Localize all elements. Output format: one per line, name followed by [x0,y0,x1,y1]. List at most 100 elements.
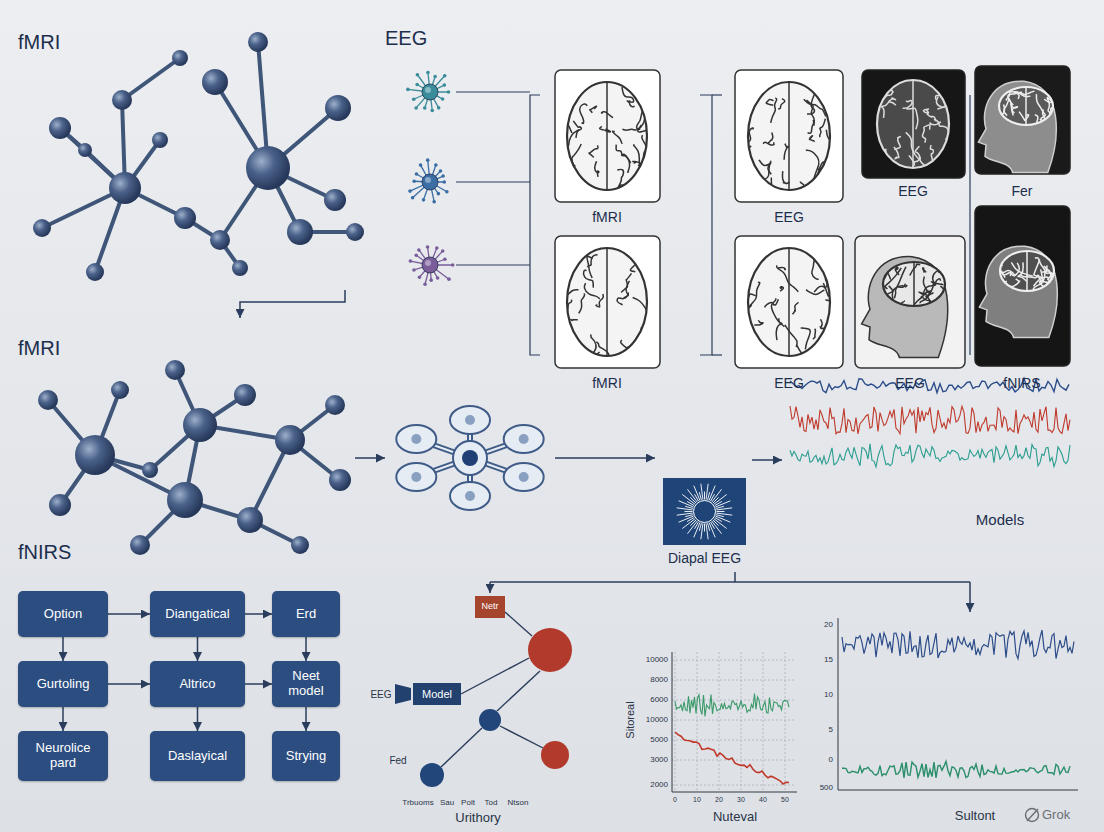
image-frame [862,70,965,178]
brain-image [872,262,949,327]
node-note: EEG [370,689,391,700]
brain-image [555,248,651,370]
brain-image [776,318,782,340]
brain-image [1020,275,1037,278]
image-caption: EEG [774,210,804,225]
molecule-network [152,132,168,148]
axis-note: Tod [485,799,498,808]
head-profile [862,257,948,358]
brain-image [801,328,811,349]
flow-arrow [305,637,307,661]
brain-image [927,114,936,122]
cell-network [462,450,478,466]
cell-network [450,406,490,434]
starburst-icon [685,511,693,512]
image-caption: EEG [895,376,925,391]
waveform [790,406,1070,434]
brain-image [922,125,928,143]
model-graph [420,763,444,787]
brain-image [991,116,1004,141]
flow-arrow [752,459,782,461]
brain-image [876,158,887,176]
image-caption: fNIRS [1003,376,1040,391]
brain-image [987,87,1059,146]
bracket-line [456,92,530,93]
brain-image [1011,262,1032,276]
process-box: Gurtoling [18,661,108,707]
tick-label: 10 [824,691,833,700]
brain-image [616,145,631,163]
waveform [790,444,1070,467]
flow-arrow [490,581,970,583]
brain-image [923,268,926,273]
neuron-icon [415,83,419,87]
brain-image [1002,122,1009,139]
neuron-icon [441,174,445,178]
starburst-icon [690,520,696,526]
flow-arrow [555,457,655,459]
brain-image [820,319,823,328]
neuron-icon [434,163,438,167]
molecule-network [33,32,364,281]
cell-network [519,434,529,444]
line-chart [672,785,795,786]
head-profile [978,81,1056,172]
brain-image [1001,288,1008,300]
brain-image [1047,121,1059,131]
tick-label: 15 [824,656,833,665]
tick-label: 10000 [646,656,668,665]
cell-network [450,482,490,510]
molecule-network [172,50,188,66]
molecule-network [232,260,248,276]
neuron-icon [412,268,416,272]
tick-label: 8000 [650,676,668,685]
brain-image [985,289,1002,301]
brain-image [637,106,645,129]
brain-image [768,132,773,144]
molecule-network [210,230,230,250]
bracket-line [969,95,970,355]
waveform [842,630,1074,659]
flow-arrow [240,290,345,318]
neuron-icon [426,245,430,249]
model-graph [479,709,501,731]
brain-image [579,294,585,313]
brain-image [923,276,930,297]
chart-axis [838,618,1078,790]
starburst-icon [716,513,732,515]
brain-image [888,306,905,317]
brain-image [606,248,608,356]
brain-image [823,188,832,217]
brain-image [934,119,949,136]
tick-label: 20 [824,621,833,630]
starburst-icon [713,497,719,503]
neuron-icon [429,278,433,282]
molecule-network [38,390,58,410]
molecule-network [142,462,158,478]
molecule-network [165,360,185,380]
molecule-network [49,117,71,139]
brain-image [930,145,933,161]
brain-image [892,286,903,302]
flow-arrow [197,637,199,661]
neuron-icon [417,248,421,252]
brain-image [809,136,814,142]
brain-image [1034,275,1043,286]
neuron-icon [422,84,438,100]
brain-image [785,325,797,347]
neuron-icon [422,174,438,190]
panel-label: Models [976,512,1024,529]
cell-network [453,441,487,475]
waveform [842,761,1070,778]
neuron-icon [426,158,430,162]
tick-label: 500 [820,784,833,793]
brain-image [985,251,1064,313]
starburst-icon [715,518,722,522]
tick-label: 0 [673,796,677,804]
flow-arrow [108,683,150,685]
brain-image [641,257,647,272]
neuron-icon [425,260,431,266]
brain-image [1026,251,1028,291]
